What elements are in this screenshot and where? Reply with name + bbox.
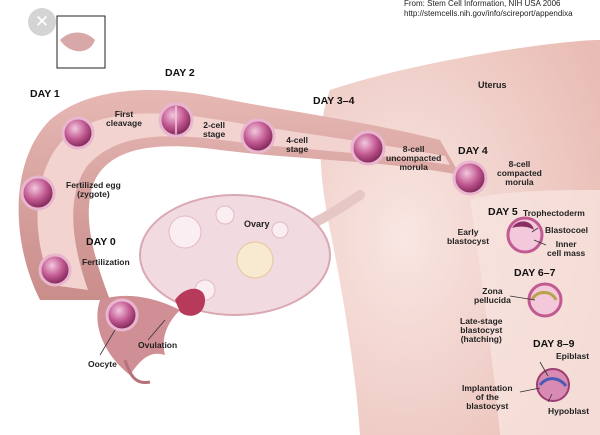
close-icon: ✕ [34,11,50,32]
eight-cell-compacted-label: 8-cell compacted morula [497,159,542,187]
first-cleavage-cell [61,116,95,150]
ovary-label: Ovary [244,219,270,229]
eight-cell-uncompacted-label: 8-cell uncompacted morula [386,144,442,172]
two-cell-label: 2-cell stage [203,120,226,139]
day-8-9-label: DAY 8–9 [533,338,575,350]
thumbnail-inset-frame [56,15,106,69]
implanting-blastocyst [536,368,570,402]
first-cleavage-label: First cleavage [106,109,142,128]
zygote-cell [20,175,56,211]
four-cell-label: 4-cell stage [286,135,309,154]
fertilization-label: Fertilization [82,257,130,267]
oocyte-cell [105,298,139,332]
day-4-label: DAY 4 [458,145,488,157]
late-blastocyst-cell [527,282,563,318]
pointer-lines [99,227,553,403]
inner-cell-mass-label: Inner cell mass [547,239,586,258]
close-button[interactable]: ✕ [28,8,56,36]
hypoblast-label: Hypoblast [548,406,590,416]
source-credit: From: Stem Cell Information, NIH USA 200… [404,0,561,8]
day-1-label: DAY 1 [30,88,60,100]
blastocoel-label: Blastocoel [545,225,588,235]
day-2-label: DAY 2 [165,67,195,79]
eight-compacted-cell [452,160,488,196]
day-5-label: DAY 5 [488,206,518,218]
trophectoderm-label: Trophectoderm [523,208,585,218]
source-url: http://stemcells.nih.gov/info/scireport/… [404,9,573,18]
embryo-cells [20,102,570,402]
ovulation-label: Ovulation [138,340,178,350]
early-blastocyst-label: Early blastocyst [447,227,490,246]
day-6-7-label: DAY 6–7 [514,267,556,279]
implantation-label: Implantation of the blastocyst [462,383,513,411]
fertilization-cell [38,253,72,287]
fertilized-egg-label: Fertilized egg (zygote) [66,180,121,199]
uterus-label: Uterus [478,80,507,90]
eight-uncompacted-cell [350,130,386,166]
ovary [139,194,331,316]
epiblast-label: Epiblast [556,351,590,361]
oocyte-label: Oocyte [88,359,117,369]
late-blastocyst-label: Late-stage blastocyst (hatching) [460,316,503,344]
four-cell-cell [240,118,276,154]
zona-pellucida-label: Zona pellucida [474,286,511,305]
day-3-4-label: DAY 3–4 [313,95,355,107]
day-0-label: DAY 0 [86,236,116,248]
